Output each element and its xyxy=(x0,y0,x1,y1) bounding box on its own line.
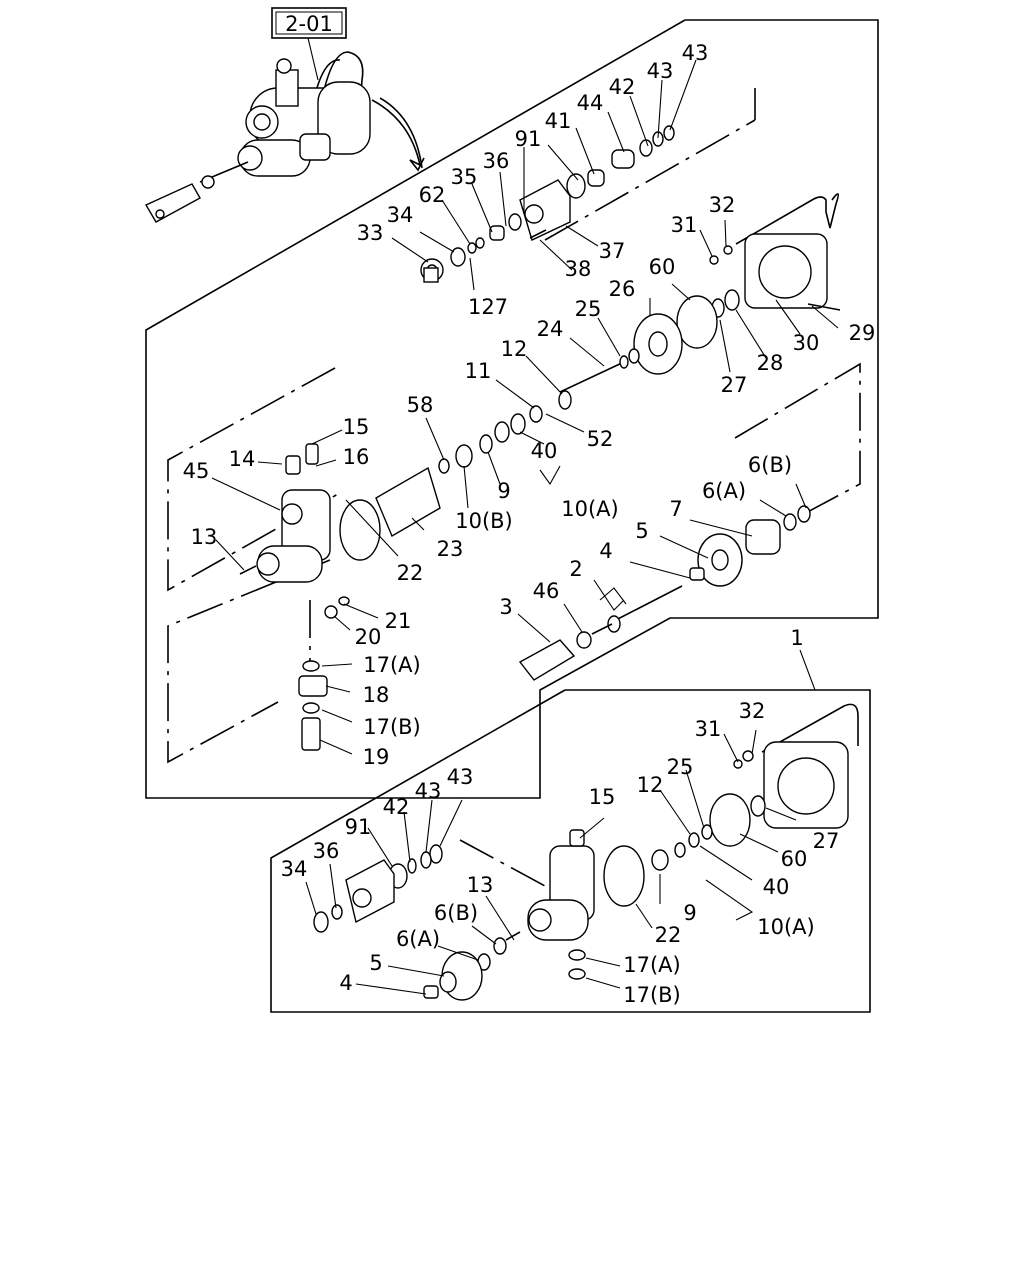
label-27: 27 xyxy=(721,373,748,397)
label-43: 43 xyxy=(647,59,674,83)
label-26: 26 xyxy=(609,277,636,301)
label-46: 46 xyxy=(533,579,560,603)
label-43: 43 xyxy=(682,41,709,65)
label-19: 19 xyxy=(363,745,390,769)
label-22: 22 xyxy=(397,561,424,585)
label-43: 43 xyxy=(447,765,474,789)
label-25: 25 xyxy=(667,755,694,779)
label-15: 15 xyxy=(589,785,616,809)
guide-lines xyxy=(167,88,861,887)
label-10b: 10(B) xyxy=(455,509,513,533)
label-9: 9 xyxy=(683,901,696,925)
upper-parts xyxy=(239,125,841,751)
label-28: 28 xyxy=(757,351,784,375)
label-3: 3 xyxy=(499,595,512,619)
label-23: 23 xyxy=(437,537,464,561)
label-22: 22 xyxy=(655,923,682,947)
label-42: 42 xyxy=(383,795,410,819)
label-21: 21 xyxy=(385,609,412,633)
label-58: 58 xyxy=(407,393,434,417)
booster-assembly-illustration xyxy=(145,51,371,223)
label-17a: 17(A) xyxy=(623,953,680,977)
lower-part-labels: 32 31 25 12 15 27 60 40 10(A) 9 22 43 43… xyxy=(281,699,840,1007)
label-36: 36 xyxy=(483,149,510,173)
label-7: 7 xyxy=(669,497,682,521)
label-42: 42 xyxy=(609,75,636,99)
label-44: 44 xyxy=(577,91,604,115)
label-40: 40 xyxy=(531,439,558,463)
assembly-label: 1 xyxy=(790,626,803,650)
label-6a: 6(A) xyxy=(396,927,440,951)
label-60: 60 xyxy=(781,847,808,871)
lower-parts xyxy=(313,703,859,1001)
label-31: 31 xyxy=(695,717,722,741)
label-17a: 17(A) xyxy=(363,653,420,677)
label-14: 14 xyxy=(229,447,256,471)
label-20: 20 xyxy=(355,625,382,649)
label-6b: 6(B) xyxy=(748,453,792,477)
label-43: 43 xyxy=(415,779,442,803)
label-13: 13 xyxy=(467,873,494,897)
label-2: 2 xyxy=(569,557,582,581)
label-17b: 17(B) xyxy=(623,983,681,1007)
label-11: 11 xyxy=(465,359,492,383)
leader-lines xyxy=(211,59,839,995)
label-24: 24 xyxy=(537,317,564,341)
label-6b: 6(B) xyxy=(434,901,478,925)
label-16: 16 xyxy=(343,445,370,469)
label-91: 91 xyxy=(515,127,542,151)
label-62: 62 xyxy=(419,183,446,207)
label-5: 5 xyxy=(635,519,648,543)
label-41: 41 xyxy=(545,109,572,133)
label-4: 4 xyxy=(339,971,352,995)
label-91: 91 xyxy=(345,815,372,839)
label-32: 32 xyxy=(709,193,736,217)
label-37: 37 xyxy=(599,239,626,263)
label-32: 32 xyxy=(739,699,766,723)
label-12: 12 xyxy=(501,337,528,361)
label-35: 35 xyxy=(451,165,478,189)
label-33: 33 xyxy=(357,221,384,245)
label-13: 13 xyxy=(191,525,218,549)
lower-group-frame xyxy=(270,689,871,1013)
label-36: 36 xyxy=(313,839,340,863)
label-45: 45 xyxy=(183,459,210,483)
label-6a: 6(A) xyxy=(702,479,746,503)
reference-box[interactable]: 2-01 xyxy=(271,7,347,39)
label-31: 31 xyxy=(671,213,698,237)
upper-part-labels: 43 43 42 44 41 91 36 35 62 34 33 127 37 … xyxy=(183,41,876,769)
label-9: 9 xyxy=(497,479,510,503)
label-30: 30 xyxy=(793,331,820,355)
reference-box-label: 2-01 xyxy=(285,12,333,36)
label-25: 25 xyxy=(575,297,602,321)
label-10a: 10(A) xyxy=(757,915,814,939)
label-10a: 10(A) xyxy=(561,497,618,521)
label-38: 38 xyxy=(565,257,592,281)
assembly-arrow xyxy=(371,99,425,172)
label-40: 40 xyxy=(763,875,790,899)
label-60: 60 xyxy=(649,255,676,279)
label-52: 52 xyxy=(587,427,614,451)
label-4: 4 xyxy=(599,539,612,563)
label-29: 29 xyxy=(849,321,876,345)
label-34: 34 xyxy=(387,203,414,227)
label-27: 27 xyxy=(813,829,840,853)
label-17b: 17(B) xyxy=(363,715,421,739)
label-12: 12 xyxy=(637,773,664,797)
upper-group-frame xyxy=(145,19,879,799)
label-34: 34 xyxy=(281,857,308,881)
label-18: 18 xyxy=(363,683,390,707)
label-15: 15 xyxy=(343,415,370,439)
label-5: 5 xyxy=(369,951,382,975)
label-127: 127 xyxy=(468,295,508,319)
